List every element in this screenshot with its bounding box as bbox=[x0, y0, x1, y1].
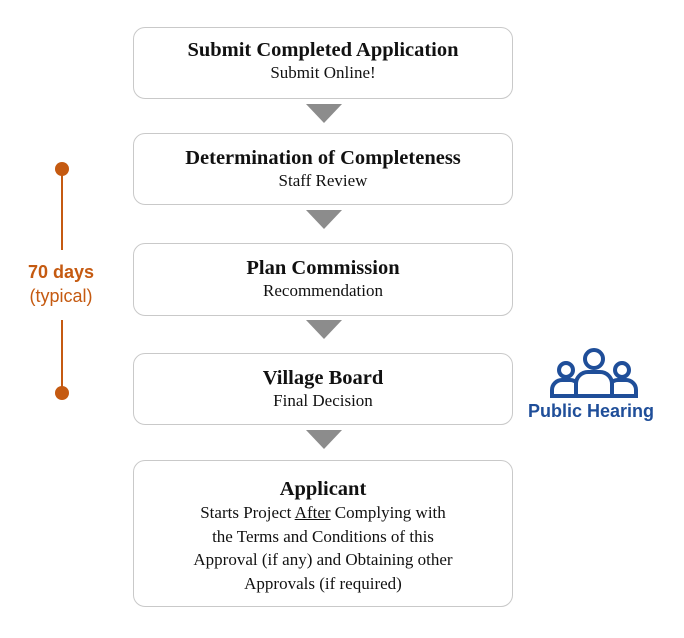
flow-arrow bbox=[306, 320, 342, 339]
flow-arrow bbox=[306, 104, 342, 123]
flow-arrow bbox=[306, 430, 342, 449]
step-title: Village Board bbox=[262, 367, 384, 389]
timeline-note: (typical) bbox=[29, 286, 93, 306]
timeline-duration: 70 days (typical) bbox=[0, 260, 122, 308]
step-plan-commission: Plan Commission Recommendation bbox=[133, 243, 513, 316]
step-title: Applicant bbox=[279, 478, 367, 500]
step-title: Determination of Completeness bbox=[185, 147, 461, 169]
step-subtitle: Recommendation bbox=[263, 281, 383, 300]
step-village-board: Village Board Final Decision bbox=[133, 353, 513, 425]
step-subtitle: Final Decision bbox=[273, 391, 373, 410]
step-completeness: Determination of Completeness Staff Revi… bbox=[133, 133, 513, 205]
step-title: Submit Completed Application bbox=[187, 39, 459, 61]
step-body-line: the Terms and Conditions of this bbox=[212, 526, 434, 546]
step-body-line: Starts Project After Complying with bbox=[134, 501, 512, 525]
timeline-start-dot bbox=[55, 162, 69, 176]
step-applicant: Applicant Starts Project After Complying… bbox=[133, 460, 513, 607]
step-title: Plan Commission bbox=[246, 257, 400, 279]
step-body-line: Approvals (if required) bbox=[244, 573, 402, 593]
public-hearing-label: Public Hearing bbox=[528, 401, 655, 421]
people-group-icon bbox=[550, 348, 638, 398]
step-body-line: Approval (if any) and Obtaining other bbox=[193, 550, 453, 569]
body-text: Complying with bbox=[330, 503, 446, 522]
timeline-line-lower bbox=[61, 320, 63, 388]
body-text: Starts Project bbox=[200, 503, 295, 522]
step-subtitle: Staff Review bbox=[278, 171, 368, 190]
timeline-line-upper bbox=[61, 174, 63, 250]
flow-arrow bbox=[306, 210, 342, 229]
timeline-days: 70 days bbox=[27, 262, 95, 282]
timeline-end-dot bbox=[55, 386, 69, 400]
body-emphasis: After bbox=[294, 503, 331, 522]
step-submit-application: Submit Completed Application Submit Onli… bbox=[133, 27, 513, 99]
step-subtitle: Submit Online! bbox=[270, 63, 376, 82]
